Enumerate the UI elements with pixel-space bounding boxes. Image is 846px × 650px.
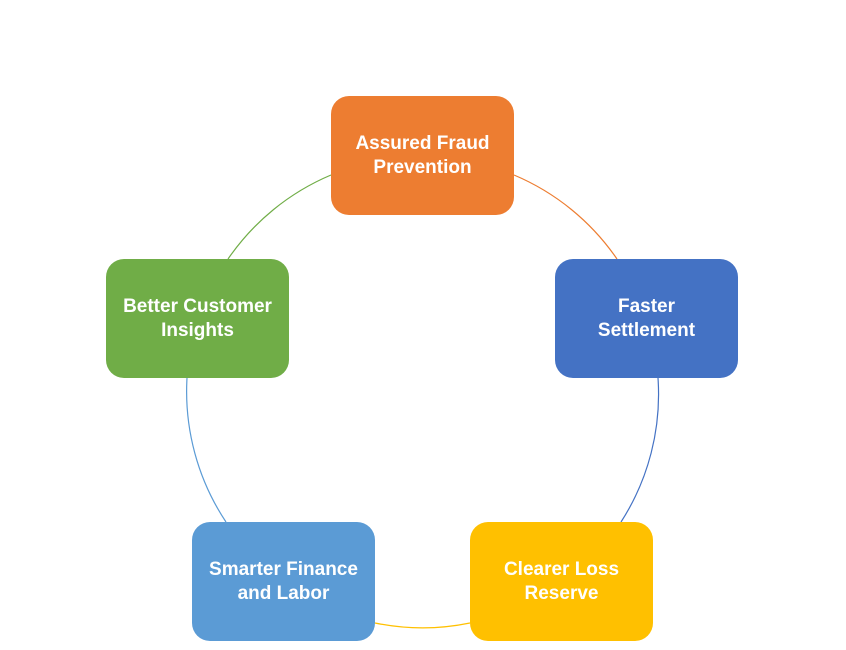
- node-smarter-finance-and-labor: Smarter Finance and Labor: [192, 522, 375, 641]
- connector-arc-finance-to-insights: [186, 377, 227, 523]
- connector-arc-fraud-to-settlement: [513, 174, 618, 260]
- node-label: Faster Settlement: [597, 295, 696, 341]
- node-label: Better Customer Insights: [123, 295, 272, 341]
- node-faster-settlement: Faster Settlement: [555, 259, 738, 378]
- node-better-customer-insights: Better Customer Insights: [106, 259, 289, 378]
- connector-arc-loss-reserve-to-finance: [374, 622, 471, 629]
- node-label: Clearer Loss Reserve: [503, 558, 620, 604]
- node-assured-fraud-prevention: Assured Fraud Prevention: [331, 96, 514, 215]
- node-label: Assured Fraud Prevention: [355, 132, 490, 178]
- connector-arc-settlement-to-loss-reserve: [620, 377, 660, 523]
- connector-arc-insights-to-fraud: [227, 174, 332, 260]
- node-clearer-loss-reserve: Clearer Loss Reserve: [470, 522, 653, 641]
- node-label: Smarter Finance and Labor: [209, 558, 358, 604]
